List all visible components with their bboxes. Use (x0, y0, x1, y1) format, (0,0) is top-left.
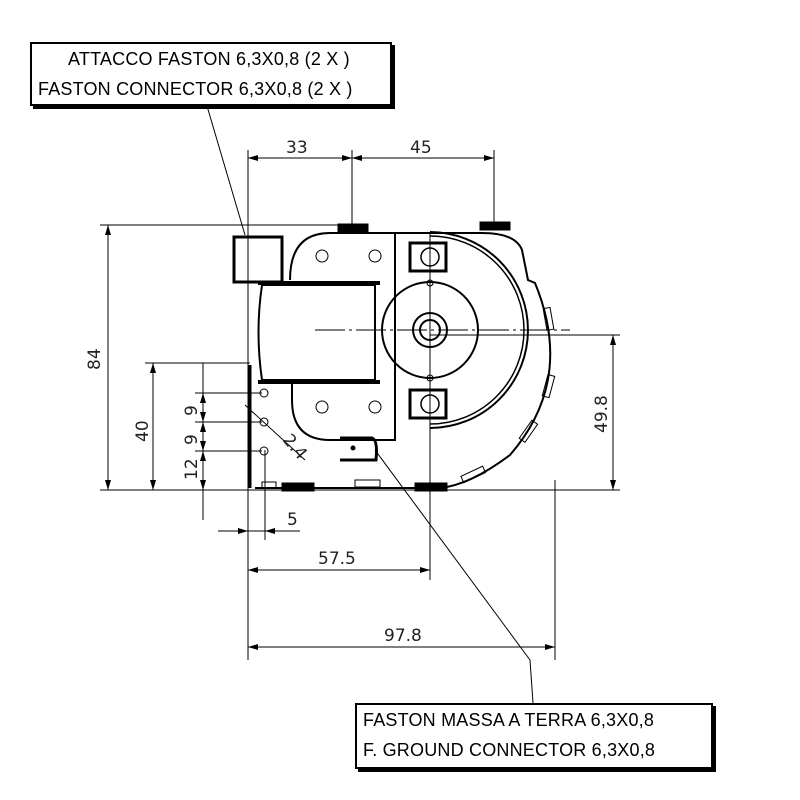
blower-body (232, 221, 556, 492)
dim-84: 84 (85, 348, 105, 370)
dim-49-8: 49.8 (592, 395, 612, 433)
dimension-lines (100, 105, 620, 704)
callout-line-italian: ATTACCO FASTON 6,3X0,8 (2 X ) (68, 49, 350, 69)
dim-33: 33 (286, 138, 308, 158)
dim-45: 45 (410, 138, 432, 158)
dim-2-4: 2.4 (278, 430, 311, 464)
callout-line-english: F. GROUND CONNECTOR 6,3X0,8 (363, 740, 656, 760)
dim-12: 12 (182, 458, 202, 480)
dim-57-5: 57.5 (318, 549, 356, 569)
callout-line-english: FASTON CONNECTOR 6,3X0,8 (2 X ) (38, 79, 353, 99)
dimension-labels: 33 45 84 40 9 9 12 2.4 5 57.5 97.8 49.8 (85, 138, 612, 646)
faston-connector-callout: ATTACCO FASTON 6,3X0,8 (2 X ) FASTON CON… (30, 42, 392, 106)
dim-5: 5 (287, 510, 298, 530)
ground-connector-callout: FASTON MASSA A TERRA 6,3X0,8 F. GROUND C… (355, 703, 713, 769)
dim-97-8: 97.8 (384, 626, 422, 646)
callout-line-italian: FASTON MASSA A TERRA 6,3X0,8 (363, 710, 655, 730)
dim-40: 40 (133, 420, 153, 442)
dim-9-lower: 9 (182, 434, 202, 445)
dim-9-upper: 9 (182, 405, 202, 416)
